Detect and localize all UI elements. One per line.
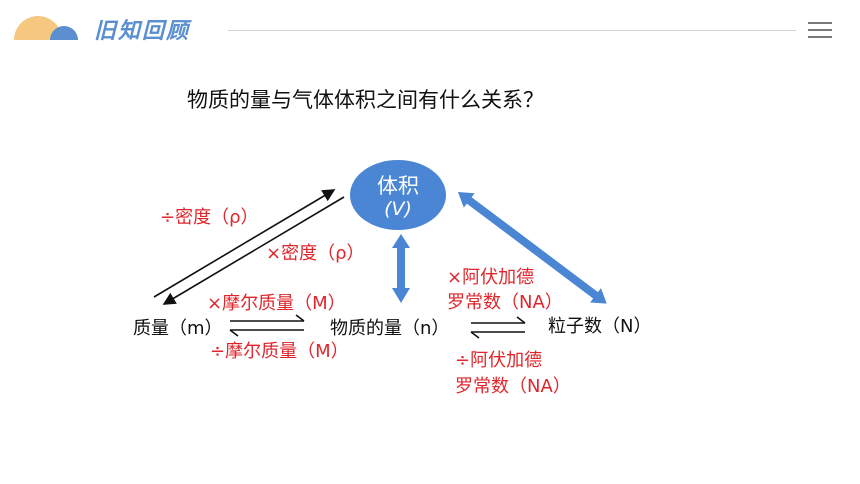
- arrow-mass-amount: [229, 314, 305, 337]
- label-divide-avogadro-line2: 罗常数（NA）: [455, 376, 571, 397]
- label-divide-avogadro-line1: ÷阿伏加德: [455, 350, 543, 371]
- mass-node: 质量（m）: [133, 318, 223, 339]
- arrow-volume-particles: [458, 192, 607, 304]
- volume-label: 体积: [377, 174, 419, 198]
- volume-node: [350, 160, 446, 230]
- arrow-amount-particles: [470, 316, 526, 339]
- logo-icon: [14, 16, 78, 40]
- question-text: 物质的量与气体体积之间有什么关系？: [187, 88, 544, 112]
- label-multiply-density: ×密度（ρ）: [266, 243, 365, 264]
- amount-node: 物质的量（n）: [330, 318, 450, 339]
- particles-node: 粒子数（N）: [548, 316, 652, 337]
- label-multiply-avogadro-line2: 罗常数（NA）: [447, 292, 563, 313]
- arrow-volume-amount: [392, 234, 410, 303]
- volume-symbol: (V): [384, 198, 412, 220]
- label-divide-density: ÷密度（ρ）: [160, 207, 259, 228]
- section-title: 旧知回顾: [94, 19, 191, 44]
- label-multiply-avogadro-line1: ×阿伏加德: [447, 267, 535, 288]
- arrow-volume-to-mass: [162, 196, 345, 305]
- label-divide-molar-mass: ÷摩尔质量（M）: [210, 341, 349, 362]
- menu-icon[interactable]: [808, 22, 832, 40]
- arrow-mass-to-volume: [153, 189, 336, 298]
- header-divider: [228, 30, 796, 31]
- label-multiply-molar-mass: ×摩尔质量（M）: [207, 293, 346, 314]
